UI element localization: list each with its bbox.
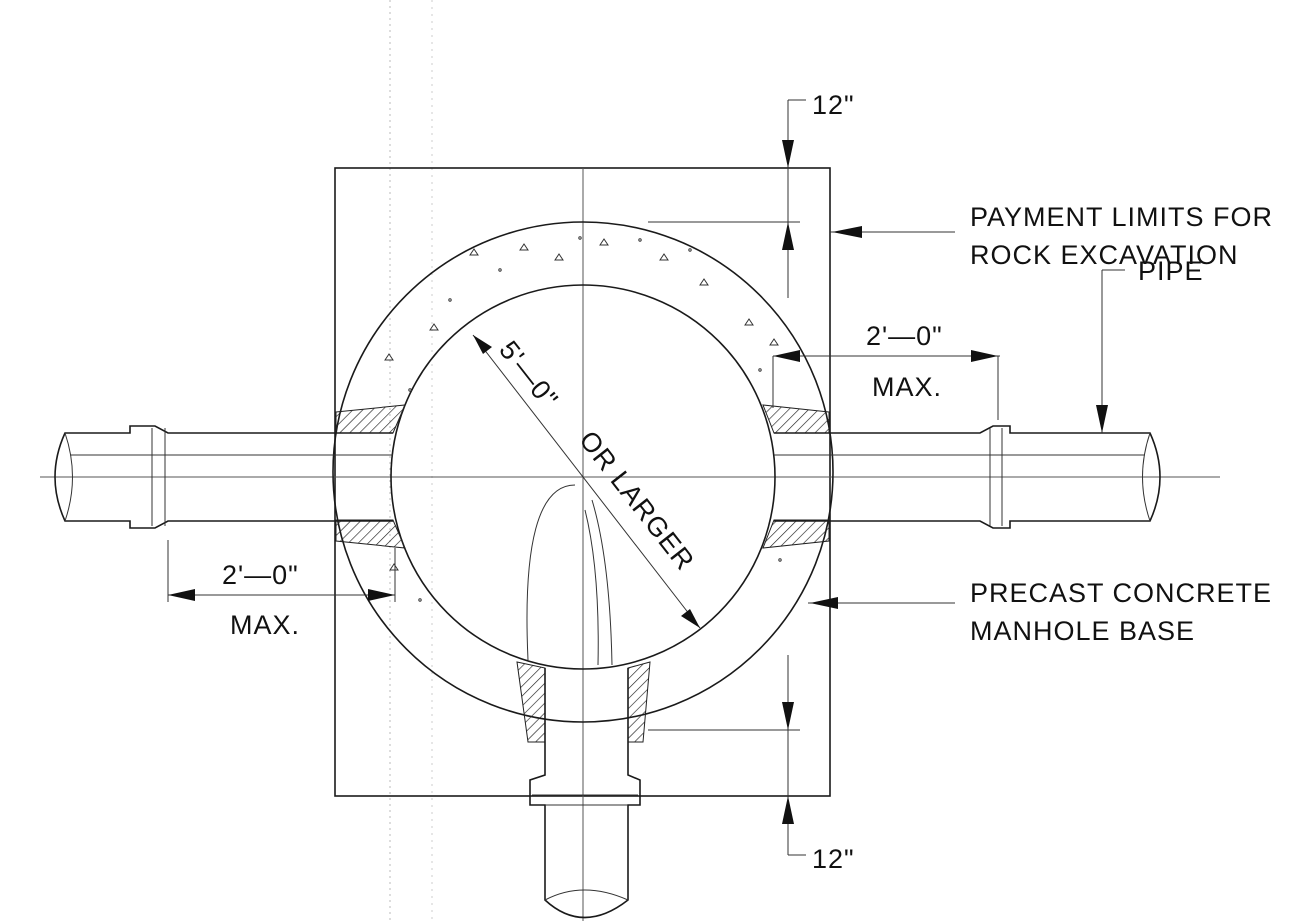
left-max-label: MAX. <box>230 610 300 640</box>
bottom-12in-dimension <box>648 655 806 856</box>
right-max-label: MAX. <box>872 372 942 402</box>
precast-label-line1: PRECAST CONCRETE <box>970 578 1272 608</box>
precast-base-leader <box>808 597 955 609</box>
right-2ft-dimension <box>772 350 1000 420</box>
right-dimension-label: 2'—0" <box>866 321 943 351</box>
precast-label-line2: MANHOLE BASE <box>970 616 1195 646</box>
bottom-pipe <box>529 668 641 919</box>
left-dimension-label: 2'—0" <box>222 560 299 590</box>
grout-hatching <box>335 404 830 743</box>
top-12in-dimension <box>648 99 806 298</box>
pipe-leader <box>1096 269 1125 433</box>
pipe-label: PIPE <box>1138 256 1204 286</box>
payment-limits-label-line1: PAYMENT LIMITS FOR <box>970 202 1273 232</box>
left-pipe <box>54 425 393 529</box>
bottom-dimension-label: 12" <box>812 844 855 874</box>
top-dimension-label: 12" <box>812 90 855 120</box>
payment-limits-label-line2: ROCK EXCAVATION <box>970 240 1239 270</box>
diameter-dimension <box>472 334 701 629</box>
invert-channel <box>526 484 613 666</box>
right-pipe <box>774 425 1161 529</box>
left-2ft-dimension <box>167 540 396 602</box>
payment-limits-leader <box>830 226 955 238</box>
precast-base-ring <box>332 221 834 723</box>
